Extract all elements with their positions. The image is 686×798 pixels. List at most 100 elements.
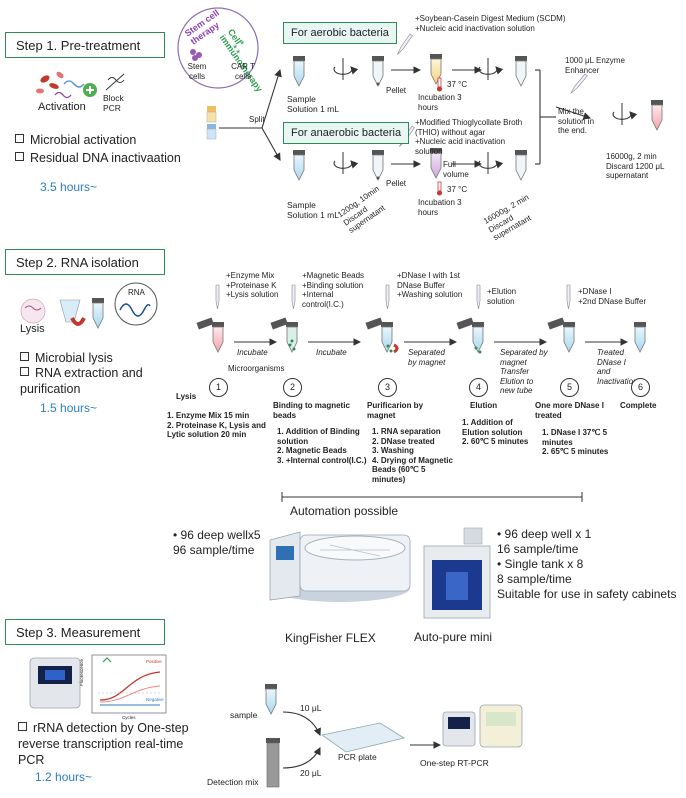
add2-list: +Magnetic Beads+Binding solution+Interna… (302, 271, 365, 309)
temp-bottom-label: 37 °C (447, 185, 468, 194)
temp-top-label: 37 °C (447, 80, 468, 89)
aerobic-box: For aerobic bacteria (283, 22, 397, 44)
vol-20-label: 20 μL (300, 768, 322, 778)
split-lines (219, 68, 282, 161)
qpcr-device-small (29, 657, 81, 709)
activation-label: Activation (38, 101, 86, 113)
stage1-title: Lysis (176, 392, 197, 401)
car-t-cells-label: CAR T cells (231, 62, 255, 81)
aerobic-row (292, 33, 540, 87)
stage6-title: Complete (620, 401, 657, 410)
final-spin-label: 16000g, 2 min Discard 1200 μL supernatan… (606, 152, 665, 180)
sample-vials (206, 106, 217, 140)
incubation-top-label: Incubation 3 hours (418, 93, 462, 112)
thio-line-1: +Modified Thioglycollate Broth (THIO) wi… (415, 118, 523, 137)
amplification-graph (91, 654, 167, 714)
step3-title: Step 3. Measurement (5, 619, 165, 645)
add4-list: +Elution solution (487, 287, 517, 306)
rna-illustration-label: RNA (128, 288, 145, 297)
cell-therapy-circle: * * * (177, 7, 259, 89)
lysis-illustration-label: Lysis (20, 323, 45, 335)
sample-label: sample (230, 710, 258, 720)
svg-text:*: * (233, 43, 238, 55)
stage5-title: One more DNase I treated (535, 401, 604, 420)
stage-num-6: 6 (631, 378, 650, 397)
add3-list: +DNase I with 1st DNase Buffer+Washing s… (397, 271, 463, 299)
split-label: Split (249, 115, 265, 124)
vol-10-label: 10 μL (300, 703, 322, 713)
kf-spec-2: 96 sample/time (173, 543, 255, 557)
stage-num-3: 3 (378, 378, 397, 397)
auto-pure-mini-instrument (423, 527, 491, 619)
pellet-top-label: Pellet (386, 86, 407, 95)
thermometer-bottom-icon (437, 181, 442, 196)
step2-lysis-illustration (20, 282, 158, 329)
pcr-plate-label: PCR plate (338, 752, 377, 762)
rna-process-tubes (196, 284, 647, 354)
detection-mix-label: Detection mix (207, 777, 259, 787)
stage4-title: Elution (470, 401, 498, 410)
stage-num-1: 1 (209, 378, 228, 397)
stage2-title: Binding to magnetic beads (273, 401, 350, 420)
step1-bullet-2: Residual DNA inactivaation (15, 150, 181, 166)
graph-ylabel: Fluorescence (79, 658, 84, 686)
step1-activation-illustration (36, 71, 125, 99)
arrow3-label: Separated by magnet (408, 348, 446, 367)
autopure-name: Auto-pure mini (414, 630, 493, 644)
merge-bracket (539, 70, 592, 164)
step2-title: Step 2. RNA isolation (5, 249, 165, 275)
scdm-line-2: +Nucleic acid inactivation solution (415, 24, 535, 33)
sample-top-label: Sample Solution 1 mL (287, 94, 339, 114)
thio-line-2: +Nucleic acid inactivation solution (415, 137, 506, 156)
arrow2-label: Incubate (316, 348, 347, 357)
stage-num-2: 2 (283, 378, 302, 397)
add5-list: +DNase I+2nd DNase Buffer (578, 287, 647, 306)
graph-negative-label: Negative (146, 697, 164, 702)
step2-hours: 1.5 hours~ (40, 401, 98, 415)
stage-num-4: 4 (469, 378, 488, 397)
arrow4-label: Separated by magnet Transfer Elution to … (500, 348, 548, 395)
graph-xlabel: Cycles (122, 715, 136, 720)
add1-list: +Enzyme Mix+Proteinase K+Lysis solution (226, 271, 279, 299)
svg-text:*: * (236, 48, 241, 60)
block-pcr-label: Block PCR (103, 93, 124, 113)
anaerobic-box: For anaerobic bacteria (283, 122, 410, 144)
step3-bullet: rRNA detection by One-step reverse trans… (18, 721, 189, 767)
sample-bottom-label: Sample Solution 1 mL (287, 200, 339, 220)
graph-positive-label: Positive (146, 659, 162, 664)
stage3-title: Purificarion by magnet (367, 401, 424, 420)
scdm-line-1: +Soybean-Casein Digest Medium (SCDM) (415, 14, 566, 23)
mix-solution-label: Mix the solution in the end. (558, 107, 595, 135)
step2-bullet-1: Microbial lysis (20, 350, 113, 366)
pcr-setup (264, 683, 523, 788)
step1-bullet-1: Microbial activation (15, 132, 136, 148)
rt-pcr-label: One-step RT-PCR (420, 758, 489, 768)
kf-spec-1: • 96 deep wellx5 (173, 528, 261, 542)
svg-text:*: * (240, 39, 245, 51)
stage-num-5: 5 (560, 378, 579, 397)
step2-bullet-2: RNA extraction and purification (20, 366, 143, 396)
enzyme-enhancer-label: 1000 μL Enzyme Enhancer (565, 56, 625, 75)
kingfisher-name: KingFisher FLEX (285, 631, 376, 645)
thermometer-top-icon (437, 77, 442, 92)
microorganisms-label: Microorganisms (228, 364, 285, 373)
incubation-bottom-label: Incubation 3 hours (418, 198, 462, 217)
magnet-icon (393, 343, 399, 354)
pellet-bottom-label: Pellet (386, 179, 407, 188)
anaerobic-row (292, 125, 540, 181)
automation-bracket (281, 492, 583, 502)
full-volume-label: Full volume (443, 160, 469, 179)
kingfisher-flex-instrument (269, 531, 411, 602)
step1-title: Step 1. Pre-treatment (5, 32, 165, 58)
step3-hours: 1.2 hours~ (35, 770, 93, 784)
stem-cells-label: Stem cells (187, 62, 207, 81)
step1-hours: 3.5 hours~ (40, 180, 98, 194)
automation-label: Automation possible (290, 504, 399, 518)
